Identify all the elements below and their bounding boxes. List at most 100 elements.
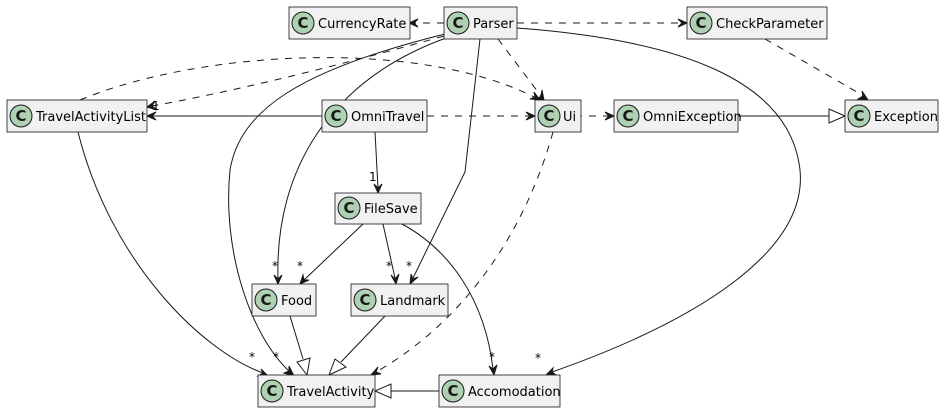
multiplicity-label: 1 [152,99,160,113]
edge-omnitravel-filesave: 1 [369,131,383,195]
arrowhead [390,273,400,286]
class-landmark[interactable]: C Landmark [350,283,449,317]
edge-parser-accomodation: * [516,27,801,376]
class-name: FileSave [364,202,418,217]
edge-line [516,27,801,373]
edge-accomodation-travelactivity [373,383,439,399]
class-icon [260,379,284,403]
edge-parser-travelactivitylist [145,35,445,111]
edge-ui-travelactivity [369,131,554,376]
class-accomodation[interactable]: C Accomodation [438,374,561,408]
edge-filesave-food: * [297,223,364,285]
class-icon-letter: C [452,14,463,32]
edge-ui-omniexception [561,111,616,121]
class-name: Food [281,294,312,309]
class-icon [353,288,377,312]
multiplicity-label: * [297,259,303,273]
class-icon [847,104,871,128]
class-travelactivity[interactable]: C TravelActivity [257,374,376,408]
class-food[interactable]: C Food [251,283,317,317]
inheritance-arrowhead [296,357,311,377]
edge-line [375,131,554,373]
arrowhead [299,273,310,285]
class-name: Accomodation [468,385,561,400]
edge-line [412,38,481,279]
arrowhead [145,111,157,121]
class-icon [291,11,315,35]
class-filesave[interactable]: C FileSave [334,192,422,225]
edge-travelactivitylist-ui [79,57,542,101]
class-name: CheckParameter [716,17,824,32]
class-icon-letter: C [359,291,370,309]
edge-travelactivitylist-travelactivity: * [77,131,270,377]
multiplicity-label: * [272,259,278,273]
class-exception[interactable]: C Exception [844,99,939,133]
class-name: CurrencyRate [318,17,406,32]
arrowhead [407,18,419,28]
edge-line [382,223,396,279]
class-icon-letter: C [622,107,633,125]
edge-line [77,131,264,374]
class-icon-letter: C [447,382,458,400]
edge-parser-landmark: * [406,38,481,286]
class-currencyrate[interactable]: C CurrencyRate [288,6,411,40]
class-icon-letter: C [260,291,271,309]
edge-line [289,315,304,360]
edge-filesave-landmark: * [382,223,400,286]
multiplicity-label: * [386,259,392,273]
edge-parser-food: * [272,37,447,286]
class-icon [616,104,640,128]
multiplicity-label: * [535,351,541,365]
class-checkparameter[interactable]: C CheckParameter [686,6,828,40]
class-icon [689,11,713,35]
class-icon-letter: C [543,107,554,125]
class-omnitravel[interactable]: C OmniTravel [321,99,428,133]
class-icon-letter: C [695,14,706,32]
edge-line [79,57,537,101]
edge-filesave-accomodation: * [401,223,498,377]
multiplicity-label: * [406,259,412,273]
arrowhead [525,111,537,121]
class-name: Parser [473,17,514,32]
edge-line [401,223,494,370]
class-icon [9,104,33,128]
class-icon [446,11,470,35]
inheritance-arrowhead [373,383,392,399]
edge-checkparameter-exception [764,38,870,101]
edge-omnitravel-ui [427,111,537,121]
class-icon [537,104,561,128]
edge-line [374,131,379,189]
edge-line [303,223,364,281]
arrowhead [409,273,419,286]
class-icon [337,196,361,220]
class-icon-letter: C [853,107,864,125]
arrowhead [604,111,616,121]
arrowhead [856,90,870,101]
edge-line [340,315,386,363]
edge-line [151,35,445,107]
arrowhead [529,91,542,101]
multiplicity-label: 1 [369,170,377,184]
arrowhead [282,365,295,377]
class-name: TravelActivity [286,385,375,400]
edge-parser-checkparameter [517,18,689,28]
class-parser[interactable]: C Parser [443,6,518,40]
class-omniexception[interactable]: C OmniException [613,99,742,133]
class-name: Ui [563,110,576,125]
multiplicity-label: * [273,350,279,364]
edge-parser-travelactivity: * [228,33,446,377]
inheritance-arrowhead [328,358,347,376]
class-icon-letter: C [297,14,308,32]
edge-line [228,33,446,373]
class-travelactivitylist[interactable]: C TravelActivityList [6,99,148,133]
arrowhead [488,364,498,377]
edge-landmark-travelactivity [328,315,386,376]
arrowhead [145,100,158,111]
class-icon [324,104,348,128]
edge-food-travelactivity [289,315,311,377]
class-ui[interactable]: C Ui [534,99,582,133]
edge-omniexception-exception [738,108,847,124]
edge-line [497,38,542,97]
